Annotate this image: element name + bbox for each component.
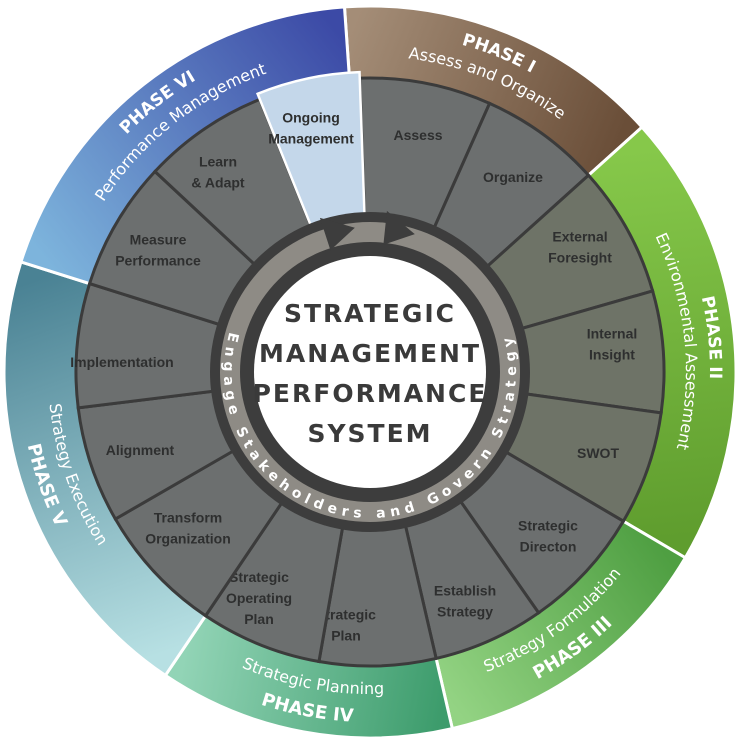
center-title: STRATEGIC MANAGEMENT PERFORMANCE SYSTEM [253, 299, 488, 448]
segment-label-line: Strategic [229, 569, 289, 585]
segment-assess[interactable]: Assess [358, 76, 492, 230]
segment-label-line: Organization [145, 531, 231, 547]
center-hub: STRATEGIC MANAGEMENT PERFORMANCE SYSTEM [253, 256, 488, 488]
segment-label-line: External [552, 229, 607, 245]
segment-label-line: Transform [154, 510, 222, 526]
segment-label-line: Learn [199, 154, 237, 170]
segment-label-line: Management [268, 131, 354, 147]
segment-label-line: Plan [244, 611, 274, 627]
segment-label-line: Strategic [518, 518, 578, 534]
segment-label-line: Insight [589, 347, 635, 363]
segment-label-line: Alignment [106, 442, 175, 458]
segment-label-line: Ongoing [282, 110, 340, 126]
segment-swot-label: SWOT [577, 445, 619, 461]
segment-label-line: Measure [130, 232, 187, 248]
segment-label-line: Organize [483, 169, 543, 185]
segment-label-line: Directon [520, 539, 577, 555]
segment-label-line: Strategy [437, 604, 493, 620]
segment-learn-adapt-label: Learn & Adapt [191, 154, 244, 191]
segment-assess-label: Assess [393, 127, 442, 143]
segment-label-line: Implementation [70, 354, 173, 370]
segment-label-line: Internal [587, 326, 638, 342]
segment-label-line: Plan [331, 628, 361, 644]
segment-label-line: SWOT [577, 445, 619, 461]
center-title-line: PERFORMANCE [253, 379, 488, 408]
center-title-line: SYSTEM [307, 419, 432, 448]
cycle-arrow-icon [319, 217, 355, 251]
center-title-line: STRATEGIC [284, 299, 456, 328]
segment-label-line: Foresight [548, 250, 612, 266]
center-title-line: MANAGEMENT [259, 339, 481, 368]
segment-label-line: & Adapt [191, 175, 244, 191]
cycle-arrow-icon [383, 210, 415, 245]
center-circle [254, 256, 486, 488]
segment-label-line: Establish [434, 583, 496, 599]
segment-label-line: Strategic [316, 607, 376, 623]
segment-label-line: Operating [226, 590, 292, 606]
segment-label-line: Assess [393, 127, 442, 143]
segment-organize-label: Organize [483, 169, 543, 185]
segment-alignment-label: Alignment [106, 442, 175, 458]
segment-label-line: Performance [115, 253, 201, 269]
segment-implementation-label: Implementation [70, 354, 173, 370]
